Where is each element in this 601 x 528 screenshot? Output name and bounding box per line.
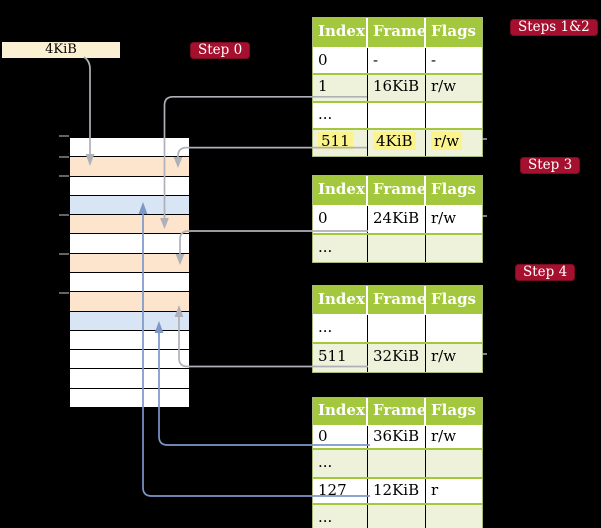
table-row-highlighted: 511 4KiB r/w <box>313 128 482 156</box>
highlight-text: r/w <box>431 132 463 151</box>
steps-1-2-badge: Steps 1&2 <box>510 19 598 36</box>
cell-frame <box>368 235 426 262</box>
column-header-index: Index <box>313 286 368 314</box>
column-header-frame: Frame <box>368 176 426 205</box>
memory-frame-row-empty <box>70 138 189 158</box>
table-header-row: Index Frame Flags <box>313 398 482 426</box>
table-row: ... <box>313 448 482 477</box>
cell-flags: r/w <box>431 77 457 96</box>
memory-boundary-ticks <box>59 135 69 294</box>
table-header-row: Index Frame Flags <box>313 286 482 315</box>
highlight-text: 511 <box>318 132 353 151</box>
table-row: 1 16KiB r/w <box>313 73 482 101</box>
physical-memory-column <box>69 137 190 408</box>
memory-frame-row-empty <box>70 388 189 407</box>
page-table-root: Index Frame Flags 0 - - 1 16KiB r/w ... … <box>312 17 483 157</box>
cell-flags <box>426 315 482 342</box>
memory-frame-row-page-table <box>70 292 189 312</box>
table-row: 0 24KiB r/w <box>313 206 482 233</box>
column-header-frame: Frame <box>368 398 426 425</box>
page-table-step3: Index Frame Flags 0 24KiB r/w ... <box>312 175 483 263</box>
cell-index: ... <box>313 315 368 343</box>
column-header-index: Index <box>313 176 368 205</box>
cell-frame <box>368 315 426 343</box>
column-header-frame: Frame <box>368 286 426 314</box>
table-row: 0 - - <box>313 48 482 74</box>
table-row: ... <box>313 503 482 528</box>
cell-flags <box>426 450 482 477</box>
table-row: 0 36KiB r/w <box>313 426 482 448</box>
cell-flags <box>426 505 482 528</box>
column-header-flags: Flags <box>431 180 476 198</box>
table-row: ... <box>313 315 482 343</box>
highlight-text: 4KiB <box>373 132 416 151</box>
table-row: ... <box>313 100 482 129</box>
frame-size-box: 4KiB <box>2 42 120 58</box>
page-table-step4: Index Frame Flags ... 511 32KiB r/w <box>312 285 483 373</box>
page-table-leaf: Index Frame Flags 0 36KiB r/w ... 127 12… <box>312 397 483 528</box>
cell-flags: r <box>431 481 439 499</box>
cell-index: 0 <box>313 206 368 233</box>
cell-flags: r/w <box>431 347 457 366</box>
memory-frame-row-page-table <box>70 215 189 235</box>
cell-index: ... <box>313 505 368 528</box>
cell-flags <box>426 235 482 262</box>
cell-frame: 32KiB <box>368 344 426 372</box>
cell-index: 0 <box>313 426 368 448</box>
cell-index: 127 <box>313 479 368 503</box>
table-header-row: Index Frame Flags <box>313 176 482 206</box>
column-header-flags: Flags <box>431 401 476 419</box>
cell-index: 511 <box>313 344 368 372</box>
cell-index: ... <box>313 102 368 129</box>
cell-frame: 16KiB <box>368 75 426 101</box>
cell-flags: r/w <box>431 427 457 445</box>
memory-frame-row-empty <box>70 350 189 370</box>
cell-index: ... <box>313 235 368 262</box>
cell-frame <box>368 102 426 129</box>
memory-frame-row-empty <box>70 369 189 389</box>
column-header-flags: Flags <box>431 290 476 308</box>
cell-frame: 12KiB <box>368 479 426 503</box>
memory-frame-row-mapped-page <box>70 311 189 331</box>
memory-frame-row-empty <box>70 330 189 351</box>
cell-index: ... <box>313 450 368 477</box>
step-3-badge: Step 3 <box>520 157 581 174</box>
cell-index: 0 <box>313 48 368 74</box>
memory-frame-row-empty <box>70 234 189 254</box>
memory-frame-row-empty <box>70 272 189 293</box>
cell-flags: r/w <box>431 209 457 227</box>
table-header-row: Index Frame Flags <box>313 18 482 48</box>
memory-frame-row-mapped-page <box>70 195 189 216</box>
step-0-badge: Step 0 <box>190 42 251 59</box>
cell-frame <box>368 505 426 528</box>
cell-index: 1 <box>313 75 368 101</box>
table-row: 511 32KiB r/w <box>313 342 482 372</box>
cell-frame: 24KiB <box>368 206 426 233</box>
cell-frame: 36KiB <box>368 426 426 448</box>
cell-flags <box>426 103 482 128</box>
step-4-badge: Step 4 <box>515 264 576 281</box>
column-header-index: Index <box>313 18 368 47</box>
cell-frame <box>368 450 426 477</box>
table-row: 127 12KiB r <box>313 477 482 503</box>
column-header-index: Index <box>313 398 368 425</box>
cell-flags: r/w <box>426 130 482 155</box>
column-header-frame: Frame <box>368 18 426 47</box>
column-header-flags: Flags <box>431 22 476 40</box>
memory-frame-row-empty <box>70 176 189 196</box>
cell-frame: 4KiB <box>368 130 426 156</box>
cell-flags: - <box>431 51 437 69</box>
memory-frame-row-page-table <box>70 157 189 177</box>
memory-frame-row-page-table <box>70 253 189 273</box>
cell-index: 511 <box>313 130 368 156</box>
table-row: ... <box>313 233 482 262</box>
cell-frame: - <box>368 48 426 74</box>
